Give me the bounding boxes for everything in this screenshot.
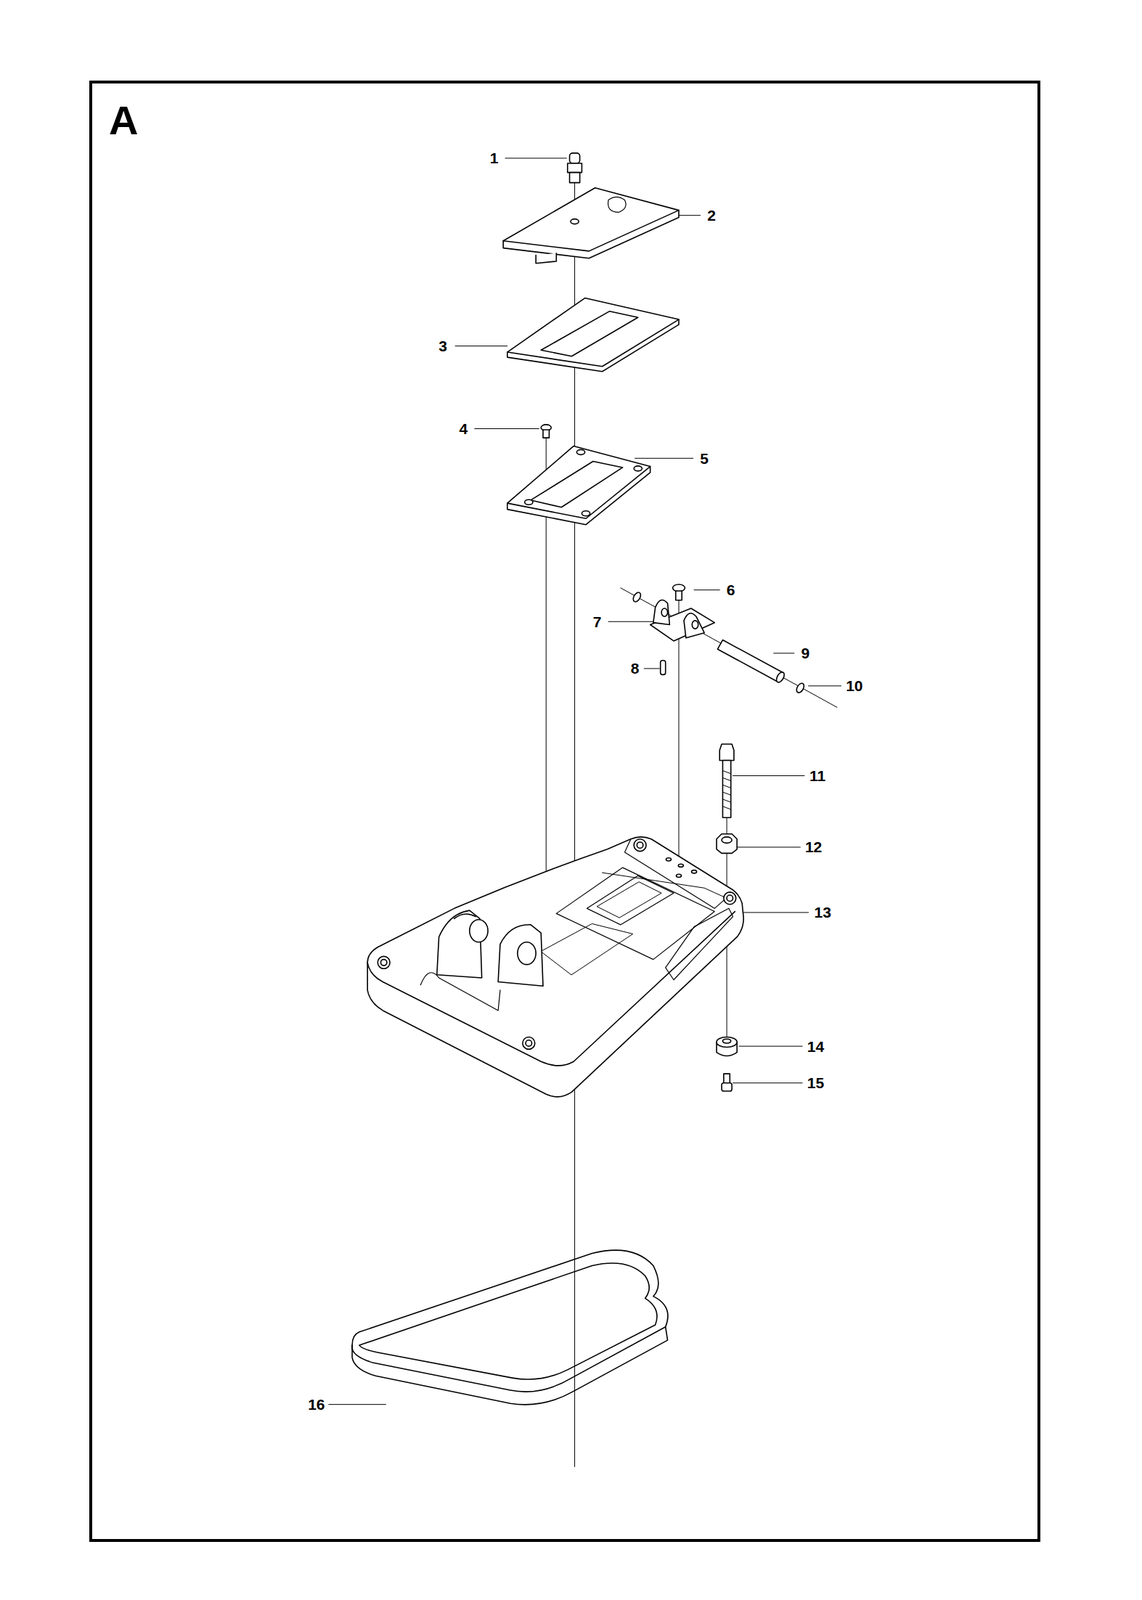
callout-number: 16: [306, 1396, 326, 1413]
seal-ring: [352, 1250, 668, 1405]
callout-number: 11: [808, 767, 827, 785]
callout-number: 2: [705, 206, 718, 224]
callout-number: 10: [844, 677, 864, 695]
tube: [717, 640, 786, 684]
grease-nipple: [567, 153, 583, 183]
axis-line: [620, 588, 838, 708]
gasket: [507, 298, 679, 372]
screw: [540, 424, 552, 438]
base-plate: [367, 837, 744, 1097]
o-ring: [794, 681, 806, 694]
callout-number: 6: [725, 581, 737, 599]
pin: [660, 660, 666, 676]
screw: [673, 584, 686, 601]
callout-number: 4: [457, 420, 469, 438]
leader-lines: [328, 158, 842, 1405]
o-ring: [631, 590, 642, 603]
screw: [721, 1073, 732, 1092]
axis-line: [678, 600, 679, 877]
callout-number: 13: [813, 903, 833, 921]
callout-number: 9: [799, 644, 811, 662]
bolt: [719, 744, 734, 818]
callout-number: 1: [488, 149, 501, 167]
callout-number: 5: [698, 450, 711, 467]
section-letter: A: [107, 99, 140, 142]
callout-number: 14: [805, 1038, 826, 1055]
frame-plate: [507, 445, 651, 525]
frame: [90, 82, 1039, 1541]
spacer: [716, 1036, 737, 1056]
callout-number: 7: [591, 613, 604, 631]
cover-plate: [503, 188, 679, 264]
hinge-bracket: [650, 599, 716, 642]
nut: [716, 834, 737, 854]
callout-number: 3: [437, 337, 449, 355]
callout-number: 8: [629, 659, 642, 677]
callout-number: 12: [803, 838, 824, 856]
callout-number: 15: [805, 1074, 826, 1092]
